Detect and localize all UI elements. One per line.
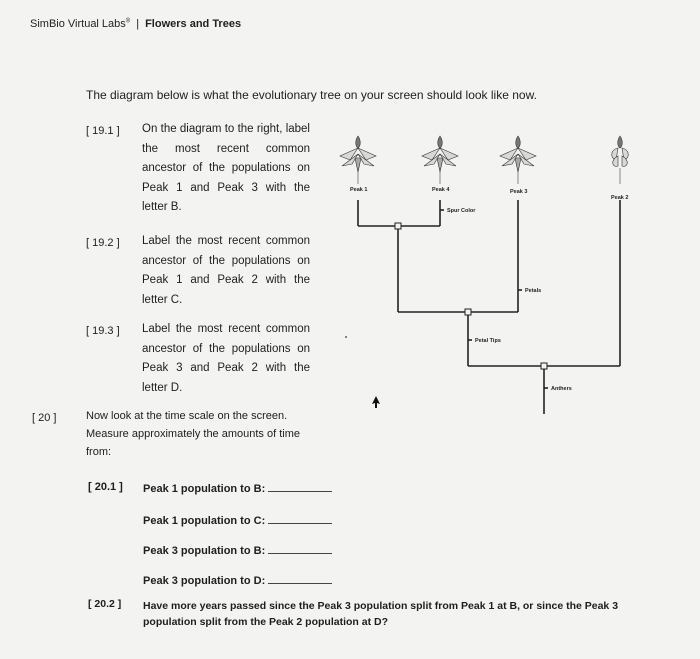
answer-label: Peak 1 population to B:	[143, 483, 266, 495]
lab-title: Flowers and Trees	[145, 18, 242, 30]
flower-icon	[499, 135, 537, 184]
answer-label: Peak 3 population to D:	[143, 575, 266, 587]
trait-label: Petals	[525, 288, 541, 294]
question-number-20-2: [ 20.2 ]	[88, 598, 122, 610]
question-number-20: [ 20 ]	[32, 412, 57, 424]
flower-icon	[611, 135, 629, 184]
question-20: Now look at the time scale on the screen…	[86, 410, 300, 458]
answer-blank[interactable]	[268, 573, 333, 584]
intro-text: The diagram below is what the evolutiona…	[86, 88, 537, 102]
tree-nodes	[394, 222, 548, 370]
page-header: SimBio Virtual Labs® | Flowers and Trees	[30, 18, 241, 30]
answer-label: Peak 3 population to B:	[143, 545, 266, 557]
peak-label: Peak 3	[510, 189, 527, 195]
header-separator: |	[136, 18, 140, 30]
registered-mark: ®	[125, 18, 131, 25]
peak-label: Peak 1	[350, 187, 367, 193]
stray-dot	[345, 336, 347, 338]
trait-label: Spur Color	[447, 208, 476, 214]
node-marker[interactable]	[394, 222, 402, 230]
answer-blank[interactable]	[268, 543, 333, 554]
answer-blank[interactable]	[268, 481, 333, 492]
question-20-2: Have more years passed since the Peak 3 …	[143, 600, 619, 628]
answer-row-peak3-d: Peak 3 population to D:	[143, 573, 333, 587]
question-number-19-1: [ 19.1 ]	[86, 125, 120, 137]
answer-row-peak3-b: Peak 3 population to B:	[143, 543, 333, 557]
trait-label: Anthers	[551, 386, 572, 392]
question-19-1: On the diagram to the right, label the m…	[142, 123, 310, 213]
peak-label: Peak 2	[611, 195, 628, 201]
question-number-20-1: [ 20.1 ]	[88, 481, 123, 493]
answer-row-peak1-c: Peak 1 population to C:	[143, 513, 333, 527]
answer-label: Peak 1 population to C:	[143, 515, 266, 527]
flower-icon	[339, 135, 377, 184]
answer-row-peak1-b: Peak 1 population to B:	[143, 481, 333, 495]
question-number-19-2: [ 19.2 ]	[86, 237, 120, 249]
peak-label: Peak 4	[432, 187, 450, 193]
trait-label: Petal Tips	[475, 338, 501, 344]
question-19-3: Label the most recent common ancestor of…	[142, 323, 310, 394]
answer-blank[interactable]	[268, 513, 333, 524]
flower-icon	[421, 135, 459, 184]
question-number-19-3: [ 19.3 ]	[86, 325, 120, 337]
flower-icons	[339, 135, 629, 184]
tree-branches	[357, 200, 621, 414]
question-19-2: Label the most recent common ancestor of…	[142, 235, 310, 306]
node-marker[interactable]	[464, 308, 472, 316]
node-marker[interactable]	[540, 362, 548, 370]
mouse-cursor-icon	[372, 396, 380, 408]
app-name: SimBio Virtual Labs	[30, 18, 126, 30]
